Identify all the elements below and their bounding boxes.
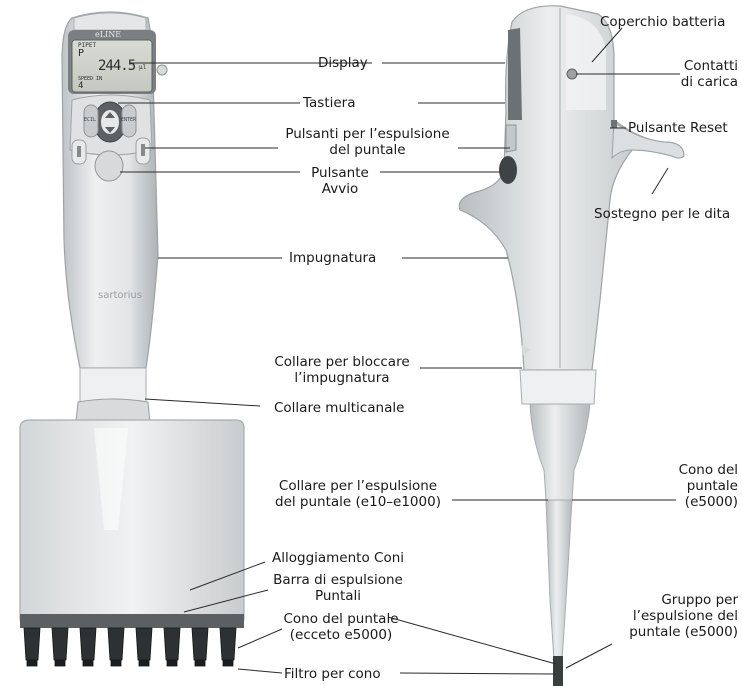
label-contatti: Contatti di carica	[660, 58, 738, 90]
start-button	[95, 151, 123, 181]
brand-logo: sartorius	[98, 290, 142, 301]
label-coperchio-batteria: Coperchio batteria	[600, 14, 725, 30]
cone-housing	[20, 420, 244, 626]
tip-ejector-bar	[20, 614, 244, 628]
label-pulsante-reset: Pulsante Reset	[628, 120, 728, 136]
lcd-volume: 244.5	[98, 58, 135, 74]
label-pulsante-avvio: Pulsante Avvio	[300, 165, 380, 197]
label-sostegno-dita: Sostegno per le dita	[594, 206, 730, 222]
lcd-speed-value: 4	[78, 81, 83, 91]
side-start-button	[499, 156, 517, 184]
label-tastiera: Tastiera	[303, 95, 356, 111]
charge-contact	[567, 69, 577, 79]
label-alloggiamento-coni: Alloggiamento Coni	[272, 550, 404, 566]
tip-cones	[24, 628, 236, 666]
right-lock-collar	[520, 370, 596, 404]
label-cono-puntale-left: Cono del puntale (ecceto e5000)	[276, 611, 406, 643]
label-collare-multicanale: Collare multicanale	[274, 400, 404, 416]
side-knob	[157, 65, 167, 75]
lcd-mode-letter: P	[78, 48, 84, 59]
brand-label: eLINE	[95, 30, 121, 39]
key-left-label: ECIL	[84, 117, 96, 123]
tip-cone-shaft	[546, 500, 572, 660]
eject-group	[553, 656, 563, 686]
label-filtro-cono: Filtro per cono	[284, 666, 381, 682]
label-gruppo-espulsione: Gruppo per l’espulsione del puntale (e50…	[604, 592, 738, 640]
label-collare-bloccare: Collare per bloccare l’impugnatura	[262, 354, 422, 386]
label-barra-espulsione: Barra di espulsione Puntali	[268, 572, 408, 604]
label-impugnatura: Impugnatura	[289, 250, 376, 266]
label-cono-puntale-right: Cono del puntale (e5000)	[660, 462, 738, 510]
single-channel-pipette	[459, 6, 684, 686]
tip-eject-collar	[530, 404, 590, 500]
label-display: Display	[318, 55, 368, 71]
key-right-label: ENTER	[121, 117, 136, 123]
multichannel-pipette	[20, 12, 244, 666]
lcd-unit: µl	[139, 64, 146, 71]
label-collare-espulsione: Collare per l’espulsione del puntale (e1…	[262, 478, 454, 510]
label-pulsanti-espulsione: Pulsanti per l’espulsione del puntale	[275, 126, 460, 158]
reset-button	[611, 120, 617, 128]
